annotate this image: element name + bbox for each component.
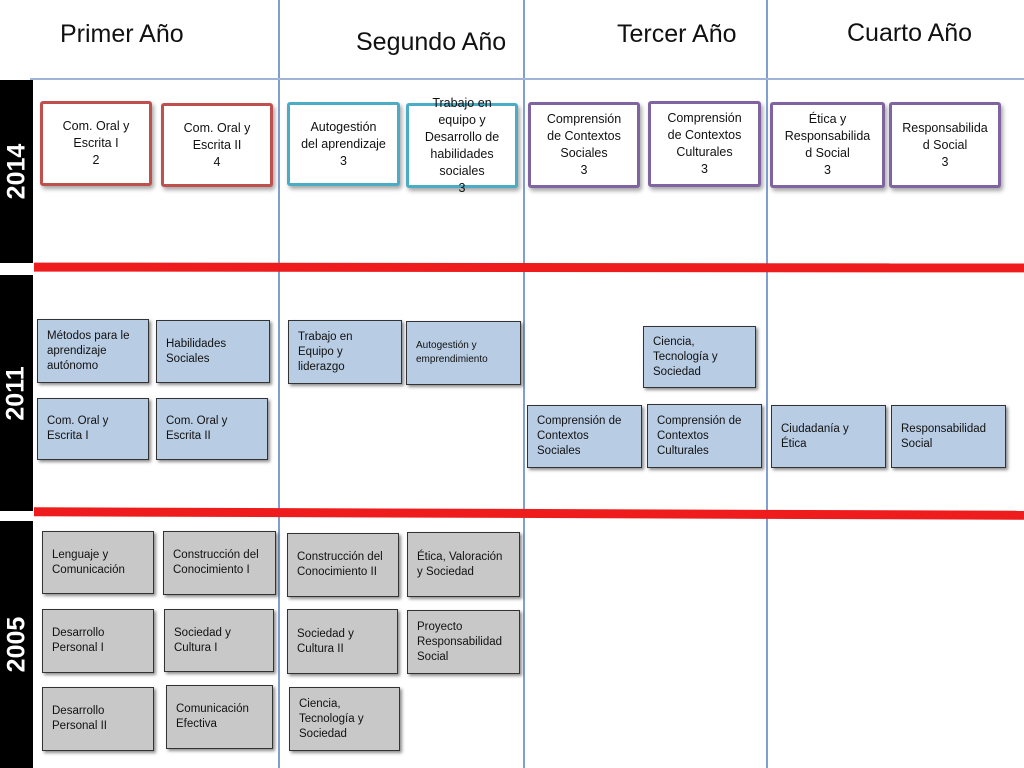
course-box-2005: Construcción del Conocimiento II bbox=[287, 533, 399, 597]
course-box-2005: Desarrollo Personal I bbox=[42, 609, 154, 673]
course-box-2011: Comprensión de Contextos Sociales bbox=[527, 405, 642, 468]
course-box-2005: Ética, Valoración y Sociedad bbox=[407, 532, 520, 597]
heading-segundo-ano: Segundo Año bbox=[356, 28, 507, 56]
heading-cuarto-ano: Cuarto Año bbox=[847, 19, 973, 47]
course-box-2011: Comprensión de Contextos Culturales bbox=[647, 404, 762, 468]
course-box-2005: Desarrollo Personal II bbox=[42, 687, 154, 751]
course-card-2014: Trabajo en equipo y Desarrollo de habili… bbox=[406, 96, 518, 195]
year-bar-2005: 2005 bbox=[0, 521, 33, 768]
year-bar-2014: 2014 bbox=[0, 80, 33, 263]
column-divider-3 bbox=[766, 0, 768, 768]
course-card-2014: Com. Oral y Escrita I 2 bbox=[40, 101, 152, 186]
course-card-2014: Ética y Responsabilida d Social 3 bbox=[770, 102, 885, 188]
year-label-2005: 2005 bbox=[2, 616, 30, 673]
course-box-2011: Autogestión y emprendimiento bbox=[406, 321, 521, 385]
heading-tercer-ano: Tercer Año bbox=[617, 20, 737, 48]
course-box-2005: Sociedad y Cultura I bbox=[164, 609, 274, 672]
course-card-2014: Autogestión del aprendizaje 3 bbox=[287, 102, 400, 186]
course-box-2005: Sociedad y Cultura II bbox=[287, 609, 398, 674]
course-card-2014: Comprensión de Contextos Culturales 3 bbox=[648, 101, 761, 187]
course-box-2011: Ciudadanía y Ética bbox=[771, 405, 886, 468]
course-box-2011: Métodos para le aprendizaje autónomo bbox=[37, 319, 149, 383]
course-card-2014: Com. Oral y Escrita II 4 bbox=[161, 103, 273, 187]
course-box-2011: Com. Oral y Escrita II bbox=[156, 398, 268, 460]
course-box-2011: Ciencia, Tecnología y Sociedad bbox=[643, 326, 756, 388]
course-box-2011: Responsabilidad Social bbox=[891, 405, 1006, 468]
course-box-2005: Ciencia, Tecnología y Sociedad bbox=[289, 687, 400, 751]
course-box-2011: Trabajo en Equipo y liderazgo bbox=[288, 320, 402, 384]
year-bar-2011: 2011 bbox=[0, 275, 33, 511]
separator-2014-2011 bbox=[33, 262, 1024, 273]
course-box-2005: Comunicación Efectiva bbox=[166, 685, 273, 749]
course-box-2005: Construcción del Conocimiento I bbox=[163, 531, 276, 595]
course-box-2005: Proyecto Responsabilidad Social bbox=[407, 610, 520, 674]
heading-primer-ano: Primer Año bbox=[60, 20, 184, 48]
column-divider-1 bbox=[278, 0, 280, 768]
header-divider bbox=[30, 78, 1024, 80]
course-box-2011: Com. Oral y Escrita I bbox=[37, 398, 149, 460]
year-label-2014: 2014 bbox=[2, 143, 30, 200]
course-box-2011: Habilidades Sociales bbox=[156, 320, 270, 383]
year-label-2011: 2011 bbox=[2, 365, 30, 421]
course-card-2014: Comprensión de Contextos Sociales 3 bbox=[528, 102, 640, 188]
course-card-2014: Responsabilida d Social 3 bbox=[889, 102, 1001, 188]
separator-2011-2005 bbox=[33, 507, 1024, 520]
course-box-2005: Lenguaje y Comunicación bbox=[42, 531, 154, 594]
column-divider-2 bbox=[523, 0, 525, 768]
